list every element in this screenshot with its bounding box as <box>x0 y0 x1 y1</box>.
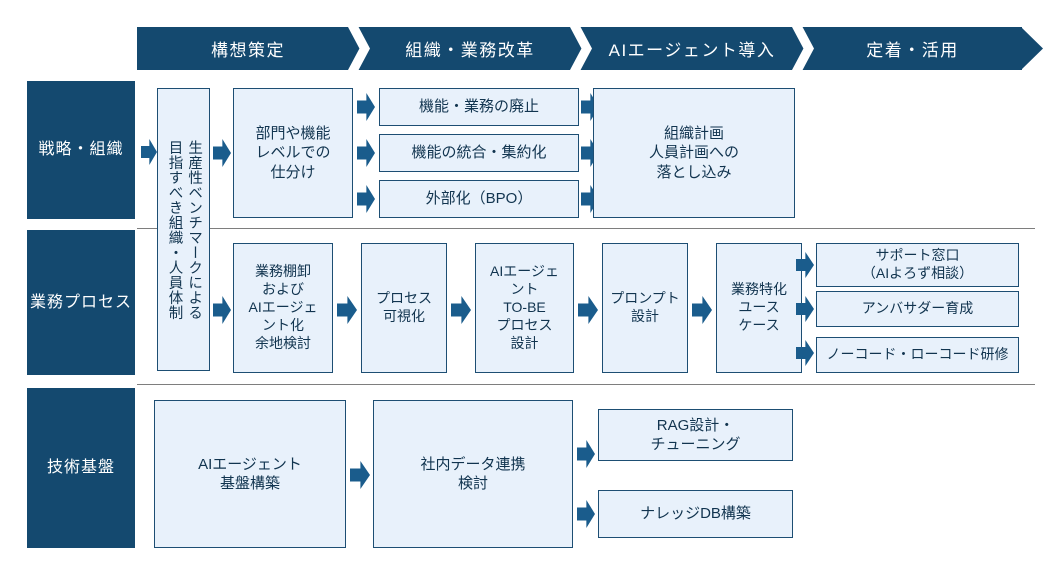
row-label-tech-text: 技術基盤 <box>46 459 115 477</box>
arrow-process-in <box>213 296 231 324</box>
arrow-tech-2a <box>577 440 595 468</box>
strategy-item-box-3[interactable]: 外部化（BPO） <box>379 180 579 218</box>
process-prompt-box[interactable]: プロンプト 設計 <box>602 243 688 373</box>
tech-data-box[interactable]: 社内データ連携 検討 <box>373 400 573 548</box>
process-tobe-text: AIエージェ ント TO-BE プロセス 設計 <box>490 263 559 351</box>
process-inventory-text: 業務棚卸 および AIエージェ ント化 余地検討 <box>248 263 318 351</box>
tech-platform-box[interactable]: AIエージェント 基盤構築 <box>154 400 346 548</box>
process-visualize-text: プロセス 可視化 <box>376 290 432 324</box>
process-tobe-box[interactable]: AIエージェ ント TO-BE プロセス 設計 <box>475 243 574 373</box>
arrow-strategy-1b <box>357 139 375 167</box>
strategy-item-text-2: 機能の統合・集約化 <box>411 144 547 162</box>
arrow-tech-2b <box>577 500 595 528</box>
tech-platform-text: AIエージェント 基盤構築 <box>198 455 302 492</box>
process-item-text-1: サポート窓口 （AIよろず相談） <box>861 247 974 281</box>
arrow-process-4 <box>692 296 712 324</box>
process-usecase-box[interactable]: 業務特化 ユース ケース <box>716 243 802 373</box>
phase-segment-3[interactable]: AIエージェント導入 <box>581 27 803 70</box>
strategy-item-text-3: 外部化（BPO） <box>425 190 533 208</box>
phase-banner: 構想策定 組織・業務改革 AIエージェント導入 定着・活用 <box>137 27 1043 70</box>
arrow-process-3 <box>578 296 598 324</box>
strategy-item-text-1: 機能・業務の廃止 <box>418 98 539 116</box>
process-item-box-2[interactable]: アンバサダー育成 <box>816 291 1019 327</box>
row-label-strategy-text: 戦略・組織 <box>38 141 124 159</box>
arrow-strategy-1c <box>357 185 375 213</box>
phase-segment-1[interactable]: 構想策定 <box>137 27 359 70</box>
strategy-item-box-2[interactable]: 機能の統合・集約化 <box>379 134 579 172</box>
phase-segment-2[interactable]: 組織・業務改革 <box>359 27 581 70</box>
phase-segment-4[interactable]: 定着・活用 <box>803 27 1022 70</box>
process-visualize-box[interactable]: プロセス 可視化 <box>361 243 447 373</box>
process-item-text-2: アンバサダー育成 <box>861 300 974 317</box>
arrow-tech-1 <box>350 461 370 489</box>
arrow-process-1 <box>337 296 357 324</box>
phase-label-3: AIエージェント導入 <box>608 41 776 60</box>
benchmark-line-1: 生産性ベンチマークによる <box>186 139 203 320</box>
tech-item-box-2[interactable]: ナレッジDB構築 <box>598 490 793 538</box>
process-prompt-text: プロンプト 設計 <box>610 290 680 324</box>
process-item-box-3[interactable]: ノーコード・ローコード研修 <box>816 337 1019 373</box>
phase-arrow-tip-icon <box>1021 27 1043 70</box>
benchmark-box[interactable]: 目指すべき組織・人員体制 生産性ベンチマークによる <box>157 88 210 371</box>
strategy-sorting-text: 部門や機能 レベルでの 仕分け <box>255 125 331 181</box>
tech-data-text: 社内データ連携 検討 <box>420 455 526 492</box>
tech-item-text-2: ナレッジDB構築 <box>640 505 751 523</box>
phase-label-2: 組織・業務改革 <box>405 41 535 60</box>
arrow-strategy-0 <box>141 139 157 165</box>
process-usecase-text: 業務特化 ユース ケース <box>731 281 787 333</box>
benchmark-line-2: 目指すべき組織・人員体制 <box>166 139 183 320</box>
band-divider-2 <box>137 384 1035 385</box>
band-divider-1 <box>137 228 1035 229</box>
strategy-plan-box[interactable]: 組織計画 人員計画への 落とし込み <box>593 88 795 218</box>
phase-label-4: 定着・活用 <box>866 41 959 60</box>
process-item-box-1[interactable]: サポート窓口 （AIよろず相談） <box>816 243 1019 287</box>
row-label-tech: 技術基盤 <box>27 388 135 548</box>
tech-item-text-1: RAG設計・ チューニング <box>650 416 741 453</box>
process-item-text-3: ノーコード・ローコード研修 <box>826 346 1009 363</box>
arrow-process-2 <box>451 296 471 324</box>
row-label-process-text: 業務プロセス <box>29 293 132 311</box>
row-label-process: 業務プロセス <box>27 230 135 375</box>
arrow-strategy-1a <box>357 93 375 121</box>
arrow-strategy-in <box>213 139 231 167</box>
phase-label-1: 構想策定 <box>211 41 285 60</box>
strategy-plan-text: 組織計画 人員計画への 落とし込み <box>648 125 739 181</box>
process-inventory-box[interactable]: 業務棚卸 および AIエージェ ント化 余地検討 <box>233 243 333 373</box>
tech-item-box-1[interactable]: RAG設計・ チューニング <box>598 409 793 461</box>
strategy-item-box-1[interactable]: 機能・業務の廃止 <box>379 88 579 126</box>
row-label-strategy: 戦略・組織 <box>27 81 135 219</box>
strategy-sorting-box[interactable]: 部門や機能 レベルでの 仕分け <box>233 88 353 218</box>
